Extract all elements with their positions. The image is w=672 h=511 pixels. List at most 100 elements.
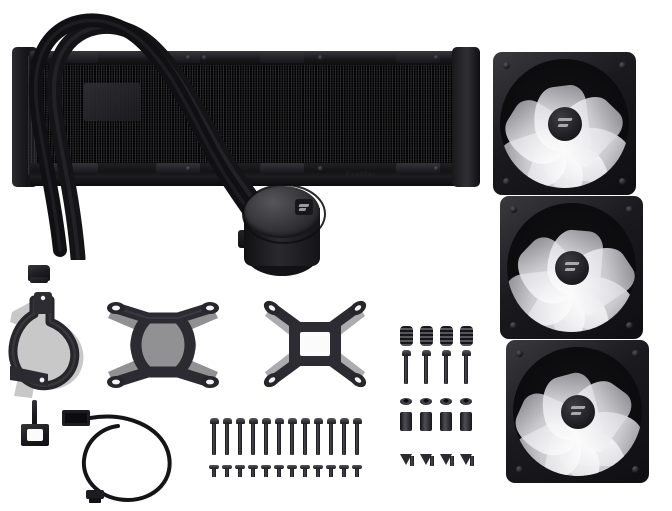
cable-loop	[81, 414, 172, 503]
short-screw	[274, 465, 284, 477]
cone-head-screw	[460, 454, 474, 466]
radiator-screw	[186, 166, 191, 171]
fan-corner-hole	[632, 350, 639, 357]
spring-thumbnut	[440, 326, 453, 346]
long-screw	[209, 418, 219, 455]
fan-hub-fractal-f-logo-icon	[554, 250, 589, 285]
t-key-tool	[18, 400, 54, 448]
fan-corner-hole	[619, 178, 626, 185]
radiator-screw	[318, 166, 323, 171]
radiator-screw	[318, 55, 323, 60]
fan-hub-fractal-f-logo-icon	[547, 106, 582, 141]
fan-bottom	[506, 340, 649, 483]
radiator-screw	[186, 55, 191, 60]
short-screw	[248, 465, 258, 477]
long-screw	[300, 418, 310, 455]
radiator-end-cap-right	[452, 47, 480, 187]
standoff-screw	[401, 350, 411, 384]
backplate-hole	[268, 305, 276, 311]
bracket-hole	[112, 379, 120, 385]
retention-ring-bracket	[8, 292, 84, 398]
fan-corner-hole	[516, 466, 523, 473]
radiator-mount-tab	[156, 52, 200, 63]
short-screw	[235, 465, 245, 477]
fan-top	[493, 52, 636, 195]
pump-block	[238, 184, 326, 284]
washer	[440, 398, 452, 405]
washer	[400, 398, 412, 405]
radiator-screw	[202, 55, 207, 60]
fan-corner-hole	[503, 62, 510, 69]
radiator-mount-tab	[260, 163, 304, 174]
long-screw	[287, 418, 297, 455]
fan-corner-hole	[503, 178, 510, 185]
bracket-tab-top	[34, 292, 52, 314]
radiator-rail-bottom	[30, 163, 466, 179]
spring-thumbnut	[400, 326, 413, 346]
fan-corner-hole	[516, 350, 523, 357]
long-screw	[248, 418, 258, 455]
fan-corner-hole	[626, 206, 633, 213]
short-screw	[261, 465, 271, 477]
bracket-hole	[40, 295, 46, 301]
washer	[420, 398, 432, 405]
bracket-arm-bottom	[10, 366, 48, 386]
spring-thumbnut	[420, 326, 433, 346]
bracket-hole	[112, 305, 120, 311]
standoff	[420, 412, 432, 431]
radiator-label-patch	[84, 83, 140, 121]
backplate-hole	[354, 305, 362, 311]
long-screw	[274, 418, 284, 455]
long-screw	[326, 418, 336, 455]
washer	[460, 398, 472, 405]
radiator-mount-tab	[54, 52, 98, 63]
standoff-screw	[421, 350, 431, 384]
backplate-hole	[268, 377, 276, 383]
cable-connector-plug	[86, 490, 104, 499]
radiator-screw	[434, 55, 439, 60]
amd-mounting-bracket	[107, 302, 219, 388]
short-screw	[326, 465, 336, 477]
fan-corner-hole	[632, 466, 639, 473]
short-screw	[287, 465, 297, 477]
fan-corner-hole	[619, 62, 626, 69]
fan-hub-fractal-f-logo-icon	[560, 394, 595, 429]
fan-corner-hole	[510, 206, 517, 213]
short-screw	[300, 465, 310, 477]
short-screw	[352, 465, 362, 477]
short-screw	[313, 465, 323, 477]
short-screw	[222, 465, 232, 477]
long-screw	[235, 418, 245, 455]
radiator-screw	[434, 166, 439, 171]
small-clip	[28, 265, 50, 285]
hardware-grid	[400, 326, 480, 486]
bracket-hole	[206, 379, 214, 385]
backplate-hole	[354, 377, 362, 383]
long-screws-row	[209, 418, 362, 458]
short-screws-row	[209, 464, 362, 482]
intel-backplate	[263, 300, 367, 388]
pwm-cable	[62, 410, 172, 503]
standoff-screw	[441, 350, 451, 384]
pump-bezel-ring	[242, 184, 326, 244]
radiator-brand-text: Fractal	[346, 171, 376, 178]
short-screw	[209, 465, 219, 477]
cone-head-screw	[400, 454, 414, 466]
long-screw	[313, 418, 323, 455]
bracket-hole	[206, 305, 214, 311]
fan-corner-hole	[510, 322, 517, 329]
standoff	[440, 412, 452, 431]
radiator: Fractal	[6, 45, 480, 187]
standoff-screw	[461, 350, 471, 384]
cone-head-screw	[420, 454, 434, 466]
radiator-rail-top	[30, 51, 466, 65]
long-screw	[339, 418, 349, 455]
spring-thumbnut	[460, 326, 473, 346]
backplate-cutout	[300, 332, 330, 356]
fractal-f-logo-icon	[295, 199, 313, 215]
radiator-mount-tab	[54, 163, 98, 174]
radiator-mount-tab	[260, 52, 304, 63]
standoff	[460, 412, 472, 431]
long-screw	[222, 418, 232, 455]
